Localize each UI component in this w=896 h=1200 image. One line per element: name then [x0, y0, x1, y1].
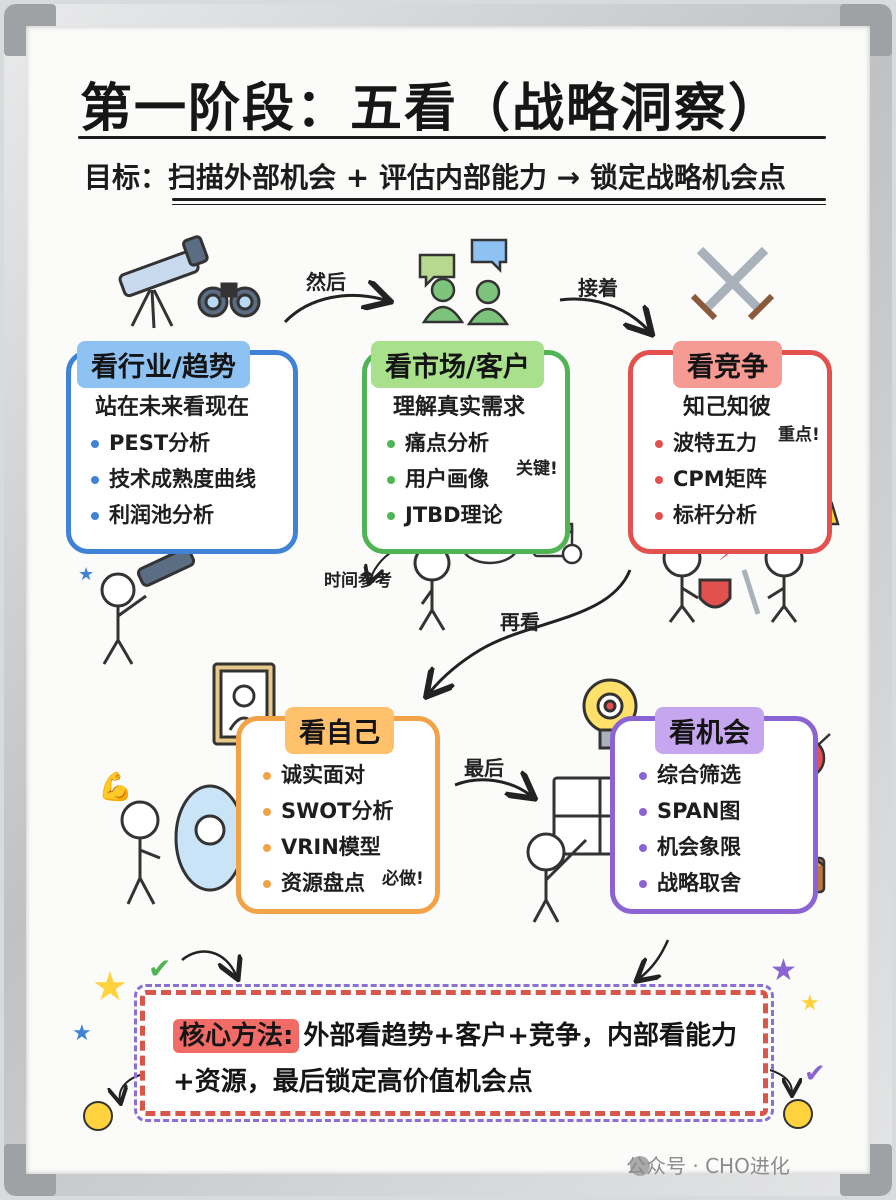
bullet-icon: [91, 512, 99, 520]
subtitle-underline: [172, 204, 826, 205]
flow-label-again: 再看: [500, 610, 540, 634]
card-title: 看竞争: [673, 341, 782, 388]
smiley-icon: [783, 1099, 813, 1129]
star-doodle: ★: [92, 964, 128, 1010]
bullet-icon: [639, 880, 647, 888]
list-item: CPM矩阵: [655, 461, 767, 497]
flow-label-next: 接着: [578, 276, 618, 300]
star-doodle: ★: [770, 953, 797, 988]
strong-arm-icon: 💪: [98, 770, 133, 803]
flow-arrow: [769, 1069, 792, 1092]
card-competition: 看竞争 知己知彼 波特五力 CPM矩阵 标杆分析: [628, 341, 832, 554]
card-item-list: PEST分析 技术成熟度曲线 利润池分析: [91, 425, 256, 533]
core-method-label: 核心方法:: [173, 1019, 300, 1053]
card-title: 看自己: [285, 707, 394, 754]
bullet-icon: [655, 512, 663, 520]
card-subtitle: 站在未来看现在: [95, 395, 250, 420]
list-item: 标杆分析: [655, 497, 767, 533]
flow-arrow: [640, 939, 670, 978]
list-item: 机会象限: [639, 829, 741, 865]
list-item: 痛点分析: [387, 425, 503, 461]
subtitle-underline: [172, 198, 826, 201]
card-title: 看机会: [655, 707, 764, 754]
card-market-customer: 看市场/客户 理解真实需求 痛点分析 用户画像 JTBD理论: [362, 341, 570, 554]
bullet-icon: [91, 476, 99, 484]
note-key: 关键!: [516, 459, 558, 479]
list-item: 用户画像: [387, 461, 503, 497]
stargazer-figure: [100, 547, 196, 665]
time-reference-note: 时间参考: [324, 571, 392, 591]
note-must-do: 必做!: [382, 869, 424, 889]
core-method-body: 外部看趋势+客户+竞争，内部看能力+资源，最后锁定高价值机会点: [173, 1021, 737, 1097]
star-doodle: ★: [800, 991, 820, 1016]
page-title: 第一阶段：五看（战略洞察）: [80, 79, 783, 139]
note-emphasis: 重点!: [778, 425, 820, 445]
card-self: 看自己 诚实面对 SWOT分析 VRIN模型 资源盘点: [236, 707, 440, 914]
list-item: PEST分析: [91, 425, 256, 461]
card-opportunity: 看机会 综合筛选 SPAN图 机会象限 战略取舍: [610, 707, 818, 914]
list-item: 利润池分析: [91, 497, 256, 533]
smiley-icon: [83, 1101, 113, 1131]
card-title: 看市场/客户: [371, 341, 544, 388]
core-method-text: 核心方法:外部看趋势+客户+竞争，内部看能力+资源，最后锁定高价值机会点: [173, 1013, 753, 1105]
flow-arrow: [430, 569, 632, 692]
bullet-icon: [263, 844, 271, 852]
telescope-icon: [118, 235, 209, 329]
bullet-icon: [91, 440, 99, 448]
list-item: SWOT分析: [263, 793, 393, 829]
flow-label-finally: 最后: [464, 756, 504, 780]
card-item-list: 痛点分析 用户画像 JTBD理论: [387, 425, 503, 533]
bullet-icon: [639, 844, 647, 852]
self-reflection-figure: [120, 784, 246, 905]
bullet-icon: [639, 772, 647, 780]
list-item: 技术成熟度曲线: [91, 461, 256, 497]
check-icon: ✔: [804, 1059, 826, 1089]
card-item-list: 波特五力 CPM矩阵 标杆分析: [655, 425, 767, 533]
list-item: 诚实面对: [263, 757, 393, 793]
list-item: 资源盘点: [263, 865, 393, 901]
card-item-list: 综合筛选 SPAN图 机会象限 战略取舍: [639, 757, 741, 901]
watermark: 公众号 · CHO进化: [626, 1154, 790, 1178]
flow-label-then: 然后: [306, 270, 346, 294]
flow-arrow: [559, 297, 648, 330]
star-doodle: ★: [78, 564, 94, 585]
bullet-icon: [263, 880, 271, 888]
page-subtitle: 目标：扫描外部机会 + 评估内部能力 → 锁定战略机会点: [84, 161, 786, 194]
star-doodle: ★: [72, 1021, 92, 1046]
title-underline: [78, 136, 826, 139]
bullet-icon: [387, 440, 395, 448]
list-item: 波特五力: [655, 425, 767, 461]
flow-arrow: [454, 780, 530, 795]
check-icon: ✔: [148, 952, 171, 985]
list-item: VRIN模型: [263, 829, 393, 865]
bullet-icon: [655, 476, 663, 484]
flow-arrow: [120, 1074, 141, 1100]
core-method-box: 核心方法:外部看趋势+客户+竞争，内部看能力+资源，最后锁定高价值机会点: [134, 984, 774, 1122]
list-item: SPAN图: [639, 793, 741, 829]
list-item: 战略取舍: [639, 865, 741, 901]
bullet-icon: [387, 476, 395, 484]
bullet-icon: [639, 808, 647, 816]
bullet-icon: [387, 512, 395, 520]
card-subtitle: 理解真实需求: [393, 395, 526, 420]
binoculars-icon: [197, 282, 261, 318]
wechat-icon: [630, 1156, 650, 1176]
list-item: JTBD理论: [387, 497, 503, 533]
flow-arrow: [181, 950, 236, 975]
crossed-swords-icon: [690, 246, 775, 321]
thinking-figure: [413, 544, 451, 631]
card-item-list: 诚实面对 SWOT分析 VRIN模型 资源盘点: [263, 757, 393, 901]
card-title: 看行业/趋势: [77, 341, 250, 388]
customers-icon: [418, 238, 510, 326]
bullet-icon: [263, 808, 271, 816]
card-subtitle: 知己知彼: [683, 395, 772, 420]
flow-arrow: [283, 295, 385, 324]
bullet-icon: [655, 440, 663, 448]
card-industry-trend: 看行业/趋势 站在未来看现在 PEST分析 技术成熟度曲线 利润池分析: [66, 341, 298, 554]
lightbulb-icon: [582, 678, 638, 750]
list-item: 综合筛选: [639, 757, 741, 793]
bullet-icon: [263, 772, 271, 780]
